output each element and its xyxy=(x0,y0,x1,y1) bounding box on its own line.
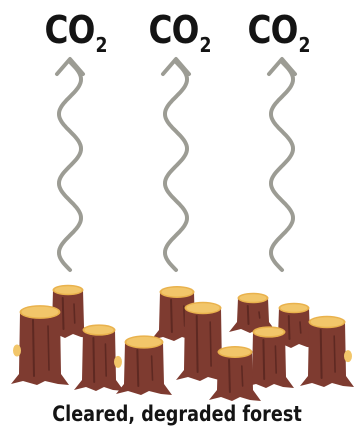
arrow-shaft xyxy=(59,62,81,270)
stump-top xyxy=(255,328,284,336)
stump-top xyxy=(311,317,344,327)
arrowhead xyxy=(269,59,295,74)
bark-line xyxy=(184,306,185,326)
arrow-right-icon xyxy=(269,59,295,270)
bark-line xyxy=(63,298,64,329)
arrow-shaft xyxy=(165,62,187,270)
stump-top xyxy=(187,303,220,313)
bark-line xyxy=(275,346,276,373)
bark-line xyxy=(48,326,49,370)
arrow-center-icon xyxy=(163,59,189,270)
bark-line xyxy=(321,330,322,378)
tree-stumps xyxy=(11,285,354,401)
branch-knot xyxy=(114,356,122,368)
stump-top xyxy=(85,326,114,334)
stump-top xyxy=(281,304,308,312)
stump-top xyxy=(220,348,251,357)
bark-line xyxy=(242,366,243,386)
branch-knot xyxy=(13,345,21,357)
bark-line xyxy=(300,322,301,333)
bark-line xyxy=(93,338,94,382)
stump-top xyxy=(240,294,267,302)
bark-line xyxy=(229,360,230,392)
bark-line xyxy=(152,356,153,380)
bark-line xyxy=(74,304,75,323)
stump-bark xyxy=(116,342,172,395)
arrow-shaft xyxy=(271,62,293,270)
bark-line xyxy=(171,300,172,332)
stump-top xyxy=(22,307,59,318)
bark-line xyxy=(137,350,138,386)
bark-line xyxy=(248,306,249,324)
arrow-left-icon xyxy=(57,59,83,270)
arrowhead xyxy=(163,59,189,74)
bark-line xyxy=(289,316,290,339)
bark-line xyxy=(263,340,264,379)
stump-top xyxy=(162,288,193,297)
branch-knot xyxy=(344,350,352,362)
bark-line xyxy=(334,336,335,372)
stump-top xyxy=(127,337,162,347)
bark-line xyxy=(33,320,34,376)
bark-line xyxy=(197,316,198,372)
bark-line xyxy=(259,312,260,318)
stump-top xyxy=(55,286,82,294)
emission-arrows xyxy=(57,59,295,270)
stump-7 xyxy=(116,335,172,395)
bark-line xyxy=(105,344,106,376)
bark-line xyxy=(210,322,211,366)
caption: Cleared, degraded forest xyxy=(28,402,325,426)
arrowhead xyxy=(57,59,83,74)
